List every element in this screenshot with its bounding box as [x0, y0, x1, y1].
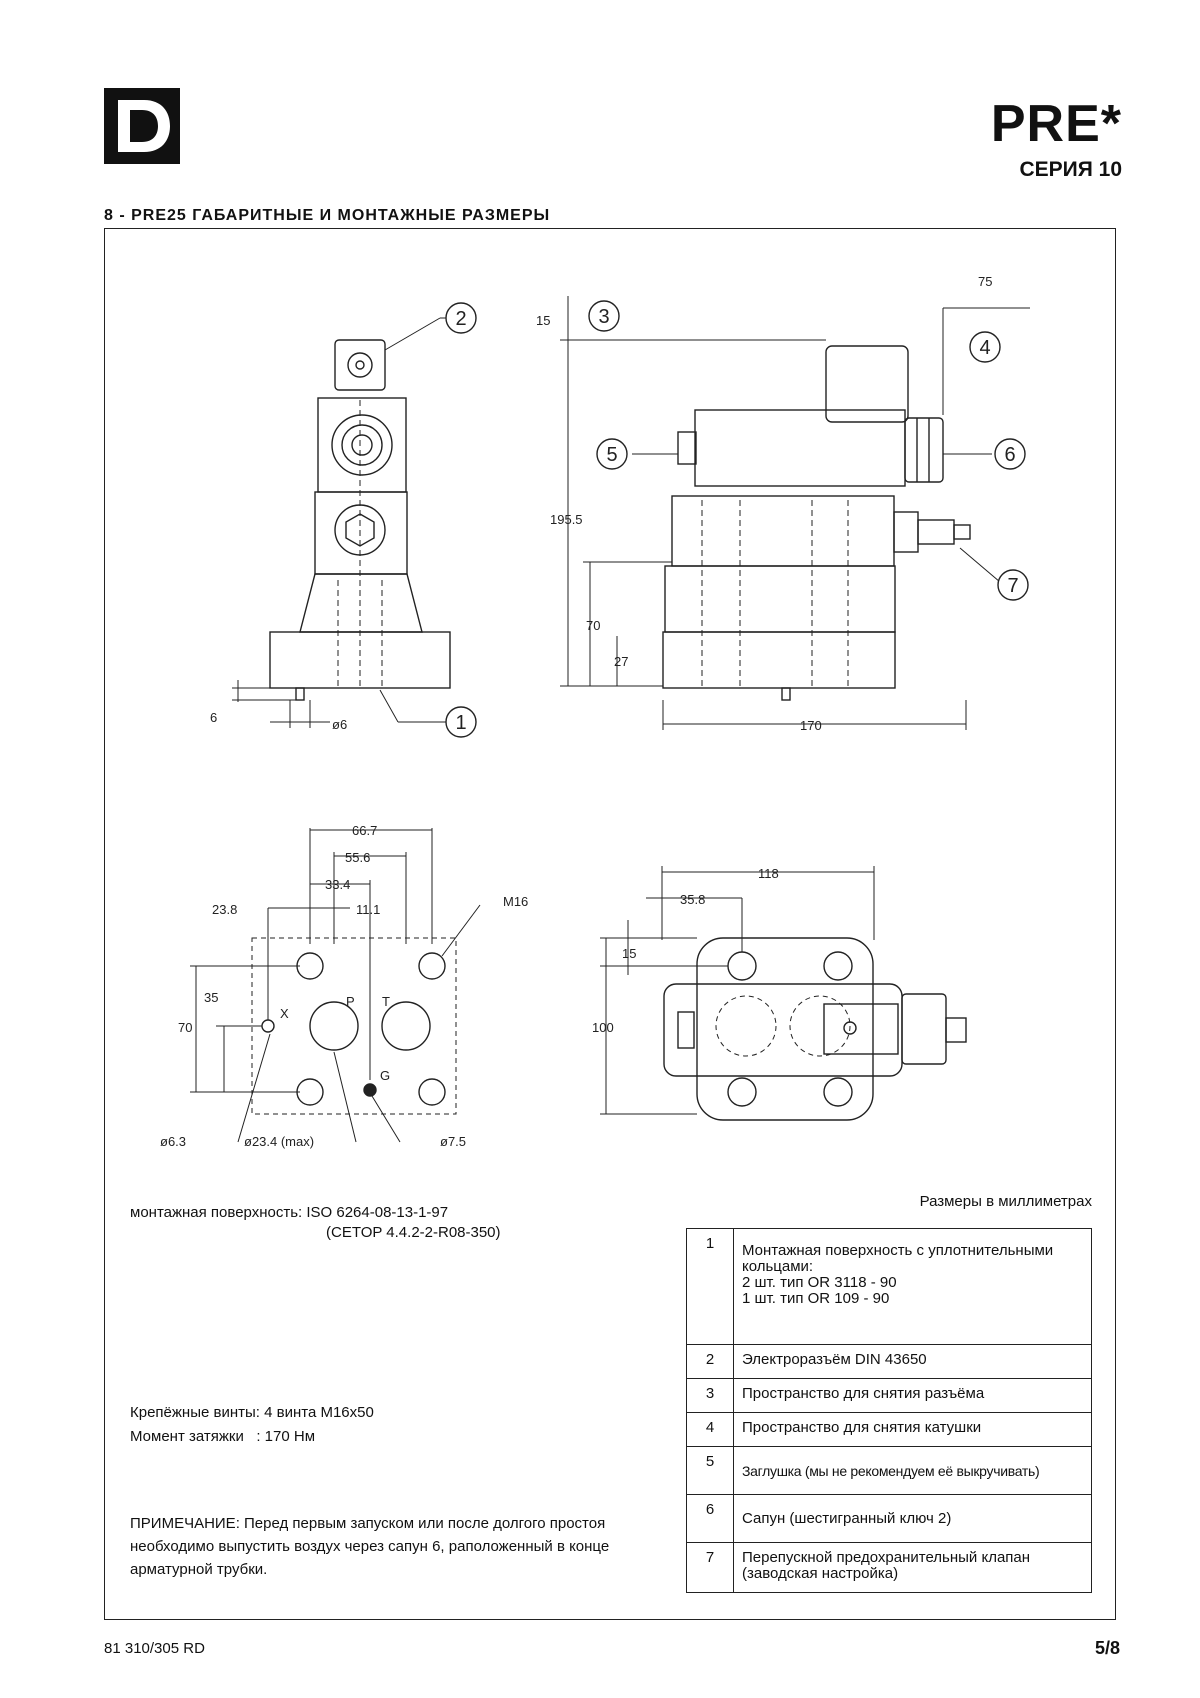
legend-text: Заглушка (мы не рекомендуем её выкручива… [733, 1446, 1092, 1495]
legend-row: 7 Перепускной предохранительный клапан (… [686, 1542, 1092, 1593]
dim-side-195-5: 195.5 [550, 512, 583, 527]
drawing-frame [104, 228, 1116, 1620]
port-g: G [380, 1068, 390, 1083]
mounting-surface-label: монтажная поверхность: ISO 6264-08-13-1-… [130, 1204, 449, 1221]
mounting-surface: монтажная поверхность: ISO 6264-08-13-1-… [130, 1203, 501, 1243]
callout-4-label: 4 [979, 337, 990, 359]
dim-m16: M16 [503, 894, 528, 909]
dim-35: 35 [204, 990, 218, 1005]
legend-text: Монтажная поверхность с уплотнительными … [733, 1228, 1092, 1345]
callout-3 [588, 300, 620, 332]
callout-1-label: 1 [455, 712, 466, 734]
callout-1 [445, 706, 477, 738]
screws-line-1: Крепёжные винты: 4 винта M16x50 [130, 1404, 374, 1421]
connector-front [334, 339, 386, 391]
page-number: 5/8 [1094, 1638, 1120, 1658]
company-logo [104, 88, 180, 164]
dim-side-15: 15 [536, 313, 550, 328]
callout-4 [969, 331, 1001, 363]
connector-side [825, 345, 909, 423]
units-note: Размеры в миллиметрах [919, 1193, 1092, 1210]
legend-num: 6 [686, 1494, 734, 1543]
dim-d7-5: ø7.5 [440, 1134, 466, 1149]
dim-100: 100 [592, 1020, 614, 1035]
legend-text: Пространство для снятия разъёма [733, 1378, 1092, 1413]
dim-front-d6: ø6 [332, 717, 347, 732]
dim-d6-3: ø6.3 [160, 1134, 186, 1149]
screws-info: Крепёжные винты: 4 винта M16x50 Момент з… [130, 1401, 374, 1449]
callout-6-label: 6 [1004, 444, 1015, 466]
callout-5 [596, 438, 628, 470]
legend-row: 6 Сапун (шестигранный ключ 2) [686, 1494, 1092, 1543]
legend-num: 2 [686, 1344, 734, 1379]
callout-5-label: 5 [606, 444, 617, 466]
dim-66-7: 66.7 [352, 823, 377, 838]
callout-6 [994, 438, 1026, 470]
legend-row: 5 Заглушка (мы не рекомендуем её выкручи… [686, 1446, 1092, 1495]
dim-side-75: 75 [978, 274, 992, 289]
dim-side-27: 27 [614, 654, 628, 669]
dim-front-6: 6 [210, 710, 217, 725]
port-x: X [280, 1006, 289, 1021]
callout-7 [997, 569, 1029, 601]
series-label: СЕРИЯ 10 [1019, 158, 1122, 181]
legend-text: Пространство для снятия катушки [733, 1412, 1092, 1447]
callout-2 [445, 302, 477, 334]
legend-text: Сапун (шестигранный ключ 2) [733, 1494, 1092, 1543]
legend-num: 5 [686, 1446, 734, 1495]
dim-23-8: 23.8 [212, 902, 237, 917]
legend-num: 7 [686, 1542, 734, 1593]
legend-text: Перепускной предохранительный клапан (за… [733, 1542, 1092, 1593]
mounting-surface-cetop: (CETOP 4.4.2-2-R08-350) [326, 1224, 501, 1241]
callout-2-label: 2 [455, 308, 466, 330]
doc-code: 81 310/305 RD [104, 1640, 205, 1657]
dim-55-6: 55.6 [345, 850, 370, 865]
legend-table: 1 Монтажная поверхность с уплотнительным… [686, 1228, 1092, 1593]
callout-7-label: 7 [1007, 575, 1018, 597]
legend-num: 1 [686, 1228, 734, 1345]
product-header: PRE* СЕРИЯ 10 [991, 98, 1122, 182]
legend-num: 3 [686, 1378, 734, 1413]
dim-33-4: 33.4 [325, 877, 350, 892]
legend-row: 1 Монтажная поверхность с уплотнительным… [686, 1228, 1092, 1345]
callout-3-label: 3 [598, 306, 609, 328]
dim-70: 70 [178, 1020, 192, 1035]
legend-num: 4 [686, 1412, 734, 1447]
dim-35-8: 35.8 [680, 892, 705, 907]
dim-11-1: 11.1 [356, 902, 380, 917]
legend-row: 4 Пространство для снятия катушки [686, 1412, 1092, 1447]
legend-row: 3 Пространство для снятия разъёма [686, 1378, 1092, 1413]
dim-side-170: 170 [800, 718, 822, 733]
dim-side-70: 70 [586, 618, 600, 633]
note-text: ПРИМЕЧАНИЕ: Перед первым запуском или по… [130, 1515, 610, 1578]
legend-row: 2 Электроразъём DIN 43650 [686, 1344, 1092, 1379]
port-p: P [346, 994, 355, 1009]
dim-d23-4: ø23.4 (max) [244, 1134, 314, 1149]
port-t: T [382, 994, 390, 1009]
dim-top-15: 15 [622, 946, 636, 961]
dim-118: 118 [758, 866, 779, 881]
screws-line-2: Момент затяжки : 170 Нм [130, 1428, 316, 1445]
product-code: PRE* [990, 95, 1122, 153]
legend-text: Электроразъём DIN 43650 [733, 1344, 1092, 1379]
section-title: 8 - PRE25 ГАБАРИТНЫЕ И МОНТАЖНЫЕ РАЗМЕРЫ [104, 207, 551, 224]
